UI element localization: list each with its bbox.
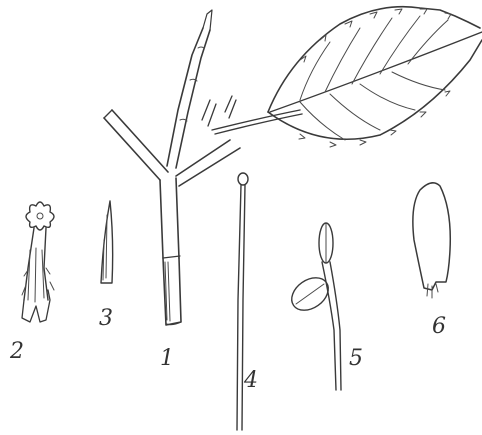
label-calyx: 2 xyxy=(9,339,24,364)
petal-drawing xyxy=(413,183,450,298)
bract-drawing xyxy=(101,201,113,283)
label-style: 4 xyxy=(243,368,258,393)
stem-drawing xyxy=(104,7,482,325)
calyx-drawing xyxy=(22,202,54,322)
label-bract: 3 xyxy=(99,306,113,331)
label-petal: 6 xyxy=(432,314,446,339)
label-stamen: 5 xyxy=(349,346,363,371)
stamen-drawing xyxy=(286,223,341,390)
label-stem: 1 xyxy=(160,346,174,371)
